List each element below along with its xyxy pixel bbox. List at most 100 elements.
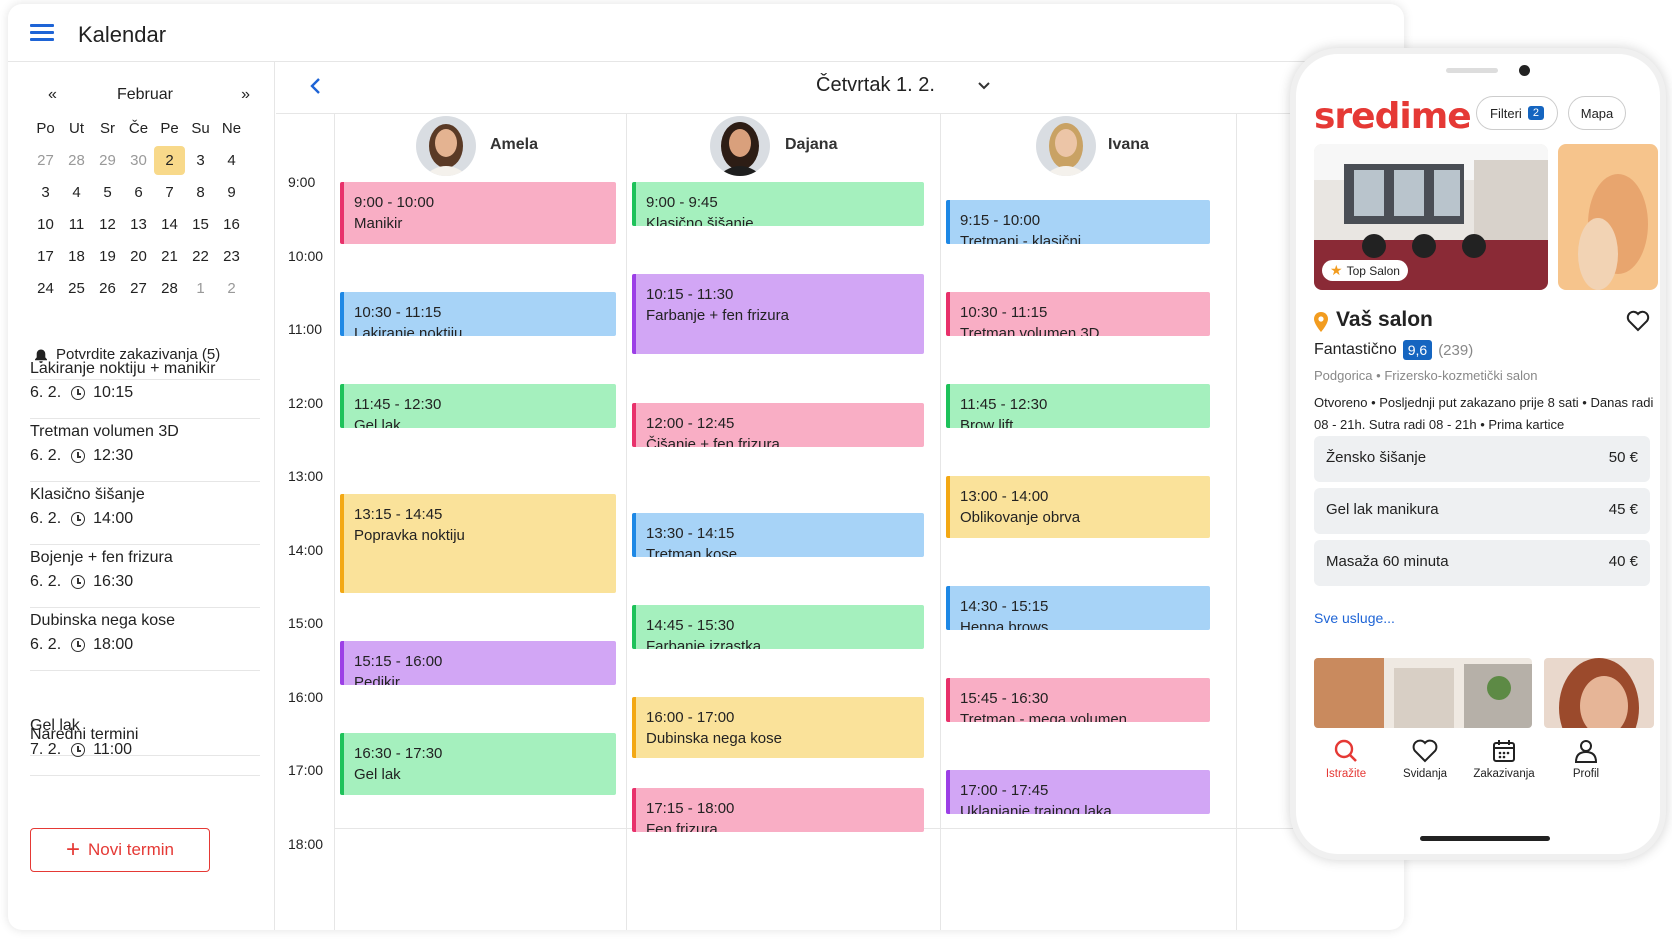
calendar-day[interactable]: 22 xyxy=(192,248,209,265)
staff-column-header: Amela xyxy=(416,114,716,180)
calendar-day[interactable]: 17 xyxy=(37,248,54,265)
calendar-day[interactable]: 8 xyxy=(196,184,205,201)
calendar-day[interactable]: 14 xyxy=(161,216,178,233)
service-price: 40 € xyxy=(1608,553,1638,570)
booking-time: 16:30 xyxy=(93,573,134,590)
calendar-day[interactable]: 5 xyxy=(103,184,112,201)
appointment-service: Čišanje + fen frizura xyxy=(646,435,780,447)
calendar-day[interactable]: 13 xyxy=(130,216,147,233)
calendar-day[interactable]: 27 xyxy=(37,152,54,169)
calendar-day-selected[interactable]: 2 xyxy=(154,146,185,175)
calendar-day[interactable]: 28 xyxy=(68,152,85,169)
chevron-left-icon[interactable] xyxy=(306,76,326,96)
prev-month-button[interactable]: « xyxy=(48,86,57,103)
bell-icon xyxy=(35,349,47,363)
rating-score-badge: 9,6 xyxy=(1402,340,1433,360)
calendar-day[interactable]: 25 xyxy=(68,280,85,297)
tab-profile[interactable]: Profil xyxy=(1546,738,1626,780)
filters-count-badge: 2 xyxy=(1527,106,1544,120)
appointment-time: 9:15 - 10:00 xyxy=(960,212,1041,230)
tab-bookings[interactable]: Zakazivanja xyxy=(1464,738,1544,780)
tab-explore[interactable]: Istražite xyxy=(1306,738,1386,780)
service-item[interactable]: Masaža 60 minuta 40 € xyxy=(1314,540,1650,586)
chevron-down-icon[interactable] xyxy=(976,78,992,94)
tab-favorites[interactable]: Svidanja xyxy=(1385,738,1465,780)
service-item[interactable]: Žensko šišanje 50 € xyxy=(1314,436,1650,482)
calendar-day[interactable]: 21 xyxy=(161,248,178,265)
service-name: Žensko šišanje xyxy=(1326,449,1427,466)
hamburger-menu-icon[interactable] xyxy=(30,24,54,42)
hour-label: 11:00 xyxy=(288,321,322,337)
calendar-day[interactable]: 27 xyxy=(130,280,147,297)
calendar-day[interactable]: 7 xyxy=(165,184,174,201)
gallery-photo[interactable] xyxy=(1314,658,1532,728)
salon-photo-2[interactable] xyxy=(1558,144,1658,290)
calendar-day[interactable]: 15 xyxy=(192,216,209,233)
calendar-day[interactable]: 26 xyxy=(99,280,116,297)
service-item[interactable]: Gel lak manikura 45 € xyxy=(1314,488,1650,534)
calendar-day[interactable]: 30 xyxy=(130,152,147,169)
calendar-day[interactable]: 16 xyxy=(223,216,240,233)
calendar-day[interactable]: 20 xyxy=(130,248,147,265)
calendar-day[interactable]: 10 xyxy=(37,216,54,233)
salon-name[interactable]: Vaš salon xyxy=(1336,308,1433,331)
calendar-day[interactable]: 28 xyxy=(161,280,178,297)
next-month-button[interactable]: » xyxy=(241,86,250,103)
calendar-day[interactable]: 11 xyxy=(68,216,85,233)
calendar-day[interactable]: 19 xyxy=(99,248,116,265)
calendar-day[interactable]: 3 xyxy=(41,184,50,201)
calendar-day[interactable]: 24 xyxy=(37,280,54,297)
salon-photo[interactable]: ★ Top Salon xyxy=(1314,144,1548,290)
appointment-time: 11:45 - 12:30 xyxy=(960,396,1048,414)
heart-icon[interactable] xyxy=(1626,310,1650,332)
calendar-day[interactable]: 1 xyxy=(196,280,205,297)
gallery-photo-2[interactable] xyxy=(1544,658,1654,728)
calendar-day[interactable]: 3 xyxy=(196,152,205,169)
calendar-day[interactable]: 18 xyxy=(68,248,85,265)
date-title[interactable]: Četvrtak 1. 2. xyxy=(816,74,935,96)
salon-info: Otvoreno • Posljednji put zakazano prije… xyxy=(1314,395,1654,432)
calendar-day[interactable]: 29 xyxy=(99,152,116,169)
new-appointment-button[interactable]: + Novi termin xyxy=(30,828,210,872)
calendar-day[interactable]: 2 xyxy=(227,280,236,297)
calendar-day[interactable]: 23 xyxy=(223,248,240,265)
calendar-day[interactable]: 6 xyxy=(134,184,143,201)
booking-time: 11:00 xyxy=(93,741,132,758)
clock-icon xyxy=(71,638,86,652)
calendar-day[interactable]: 4 xyxy=(72,184,81,201)
map-button[interactable]: Mapa xyxy=(1568,96,1626,130)
calendar-day[interactable]: 12 xyxy=(99,216,116,233)
calendar-day[interactable]: 9 xyxy=(227,184,236,201)
filters-button[interactable]: Filteri 2 xyxy=(1476,96,1558,130)
calendar-day[interactable]: 4 xyxy=(227,152,236,169)
all-services-link[interactable]: Sve usluge... xyxy=(1314,610,1395,626)
user-icon xyxy=(1574,740,1598,763)
service-price: 50 € xyxy=(1608,449,1638,466)
